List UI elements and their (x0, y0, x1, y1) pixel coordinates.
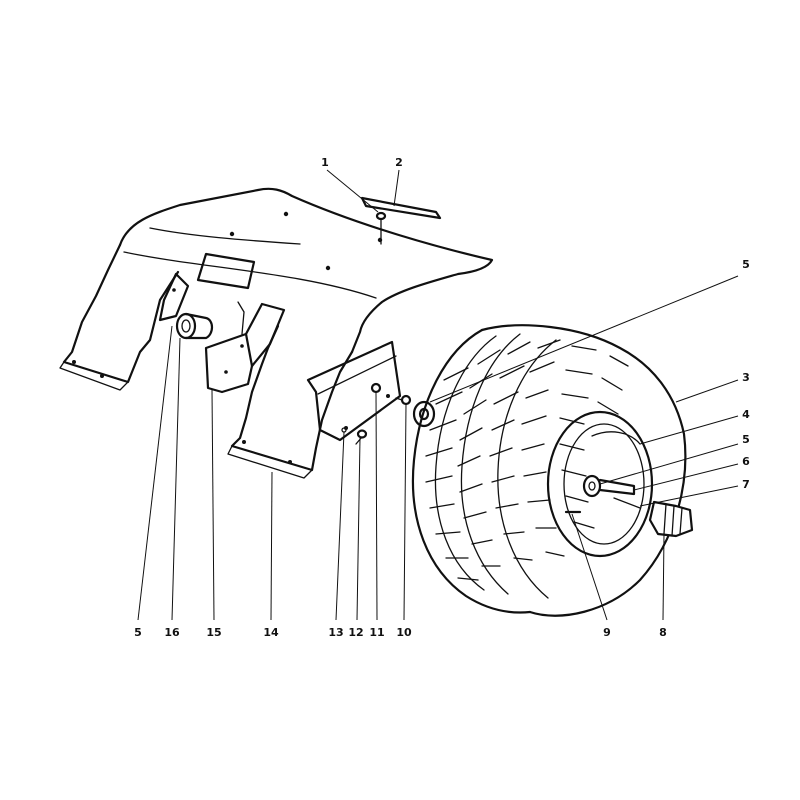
callout-13: 13 (328, 626, 343, 639)
callout-5-hub: 5 (742, 433, 750, 446)
callout-15: 15 (206, 626, 221, 639)
hub-washer-part-5 (582, 474, 602, 498)
bushing-part-16 (175, 312, 214, 340)
wheel-rim-part-4 (546, 410, 654, 558)
bracket-part-15 (204, 301, 286, 394)
callout-12: 12 (348, 626, 363, 639)
hub-cap-part-8 (648, 500, 694, 538)
callout-4: 4 (742, 408, 750, 421)
callout-11: 11 (369, 626, 384, 639)
pin-part-7 (613, 497, 641, 509)
callout-16: 16 (164, 626, 180, 639)
bolt-part-1 (375, 211, 387, 245)
leader-lines (137, 169, 739, 621)
callout-labels: 1 2 3 4 5 5 5 6 7 8 9 10 11 12 13 14 15 … (134, 156, 750, 639)
callout-6: 6 (742, 455, 750, 468)
callout-9: 9 (603, 626, 611, 639)
plate-part-2 (360, 196, 442, 220)
washer-part-13 (341, 427, 347, 433)
callout-3: 3 (742, 371, 750, 384)
callout-5-top: 5 (742, 258, 750, 271)
fender (59, 187, 494, 479)
callout-1: 1 (321, 156, 329, 169)
bolt-part-12 (355, 429, 368, 445)
nut-part-11 (370, 382, 382, 394)
callout-10: 10 (396, 626, 412, 639)
callout-5-bottom: 5 (134, 626, 142, 639)
callout-7: 7 (742, 478, 750, 491)
callout-2: 2 (395, 156, 403, 169)
left-bracket (158, 272, 190, 322)
callout-8: 8 (659, 626, 667, 639)
callout-14: 14 (263, 626, 279, 639)
